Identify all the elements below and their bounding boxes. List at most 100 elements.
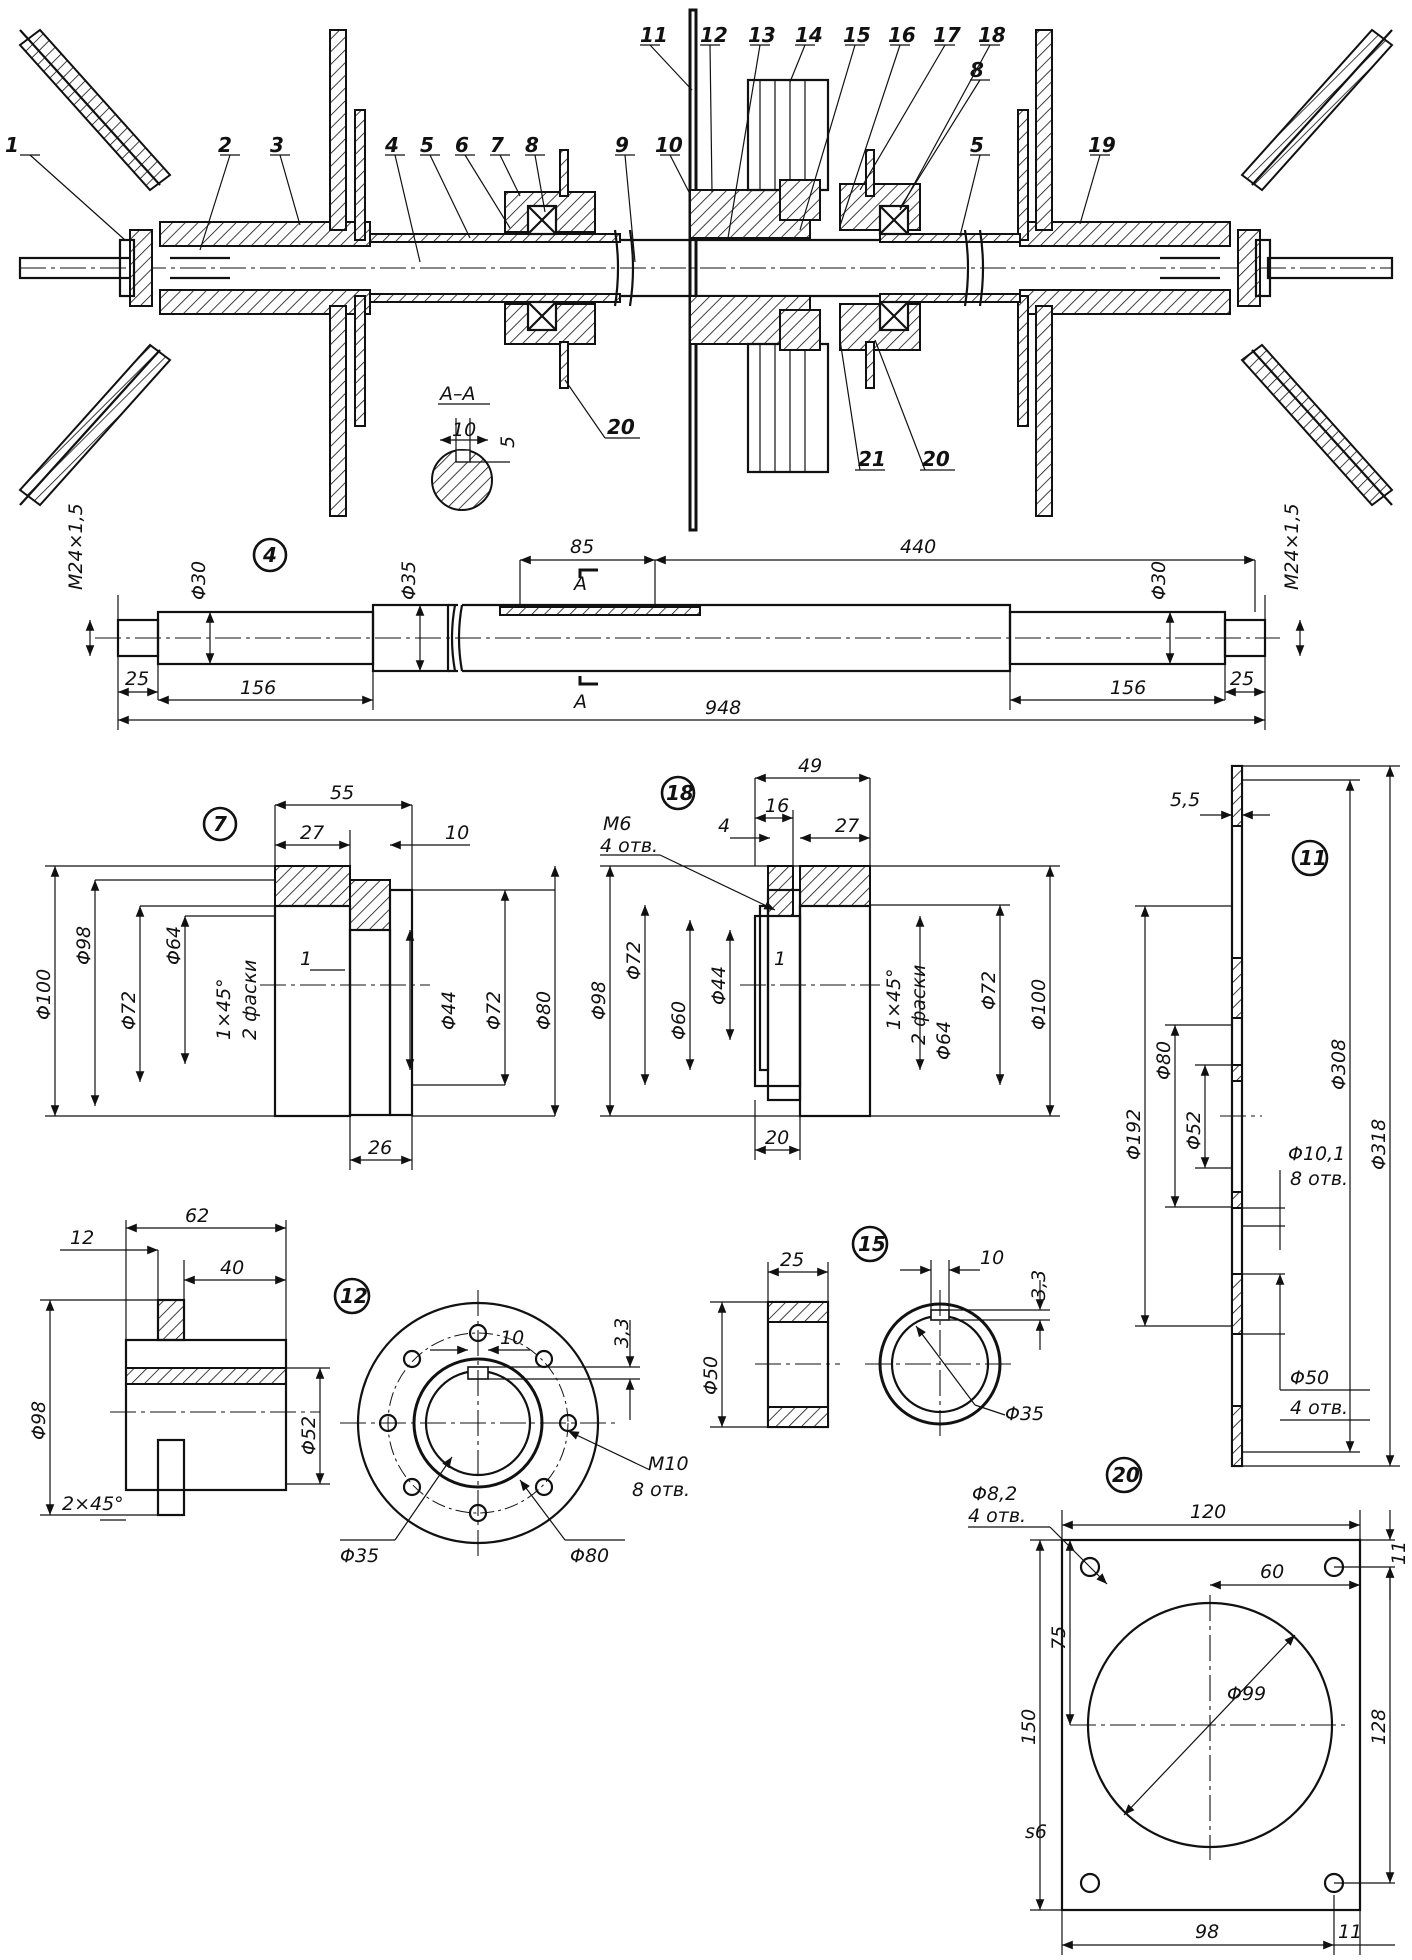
p18-m6n: 4 отв. <box>600 835 658 857</box>
p11-d192: Φ192 <box>1123 1109 1145 1160</box>
part-18-drawing: 18 M6 4 отв. 49 16 4 27 Φ98 <box>588 755 1060 1160</box>
p18-d98: Φ98 <box>588 981 610 1020</box>
part-12-front-drawing: 12 10 3,3 M10 8 отв. Φ35 Φ80 <box>333 1277 690 1567</box>
p18-d60: Φ60 <box>668 1001 690 1040</box>
p20-w60: 60 <box>1260 1561 1284 1583</box>
p20-holen: 4 отв. <box>968 1505 1026 1527</box>
right-hub <box>1017 28 1394 517</box>
section-a-a: А–А 10 5 <box>431 383 519 511</box>
badge-11: 11 <box>1299 846 1327 870</box>
section-label: А–А <box>438 383 476 405</box>
callout-20: 20 <box>607 415 635 439</box>
p12-m10: M10 <box>648 1453 689 1475</box>
p20-h150: 150 <box>1018 1709 1040 1745</box>
p7-chamfer: 1×45° <box>213 978 235 1040</box>
p12-chamfer: 2×45° <box>62 1493 124 1515</box>
dim-thread-left: M24×1,5 <box>65 503 87 590</box>
badge-4: 4 <box>262 543 277 567</box>
p18-one: 1 <box>774 948 786 970</box>
p12-w62: 62 <box>185 1205 209 1227</box>
p15-d50: Φ50 <box>700 1356 722 1395</box>
p18-m6: M6 <box>603 813 631 835</box>
p11-d52: Φ52 <box>1183 1111 1205 1150</box>
p12-w10: 10 <box>500 1327 524 1349</box>
p18-chamfer: 1×45° <box>883 968 905 1030</box>
callout-14: 14 <box>795 23 823 47</box>
callout-6: 6 <box>455 133 469 157</box>
p11-d308: Φ308 <box>1328 1039 1350 1090</box>
p20-h128: 128 <box>1368 1709 1390 1745</box>
badge-7: 7 <box>213 812 227 836</box>
part-7-drawing: 7 Φ100 Φ98 Φ72 Φ64 1×45° <box>33 782 560 1170</box>
p12-d80: Φ80 <box>570 1545 609 1567</box>
p15-w25: 25 <box>780 1249 804 1271</box>
assembly-callouts: 1 2 3 4 5 6 7 8 9 10 11 12 13 14 15 16 1… <box>5 23 1116 471</box>
callout-5b: 5 <box>970 133 984 157</box>
part-12-side-drawing: 62 12 40 Φ98 Φ52 2×45° <box>28 1205 330 1521</box>
section-dim-5: 5 <box>497 436 519 448</box>
assembly-view: 1 2 3 4 5 6 7 8 9 10 11 12 13 14 15 16 1… <box>5 8 1394 532</box>
p18-chamfer2: 2 фаски <box>908 965 930 1045</box>
callout-17: 17 <box>933 23 961 47</box>
p20-hole: Φ8,2 <box>972 1483 1017 1505</box>
callout-5: 5 <box>420 133 434 157</box>
callout-7: 7 <box>490 133 504 157</box>
p12-d98: Φ98 <box>28 1401 50 1440</box>
p18-d100: Φ100 <box>1028 979 1050 1030</box>
p11-d318: Φ318 <box>1368 1119 1390 1170</box>
callout-16: 16 <box>888 23 916 47</box>
callout-21: 21 <box>858 447 886 471</box>
sec-mark-top: А <box>572 573 587 595</box>
p15-d35: Φ35 <box>1005 1403 1044 1425</box>
p7-d80: Φ80 <box>533 991 555 1030</box>
p7-d72b: Φ72 <box>483 991 505 1030</box>
dim-d30-right: Φ30 <box>1148 561 1170 600</box>
p18-w16: 16 <box>765 795 789 817</box>
p18-w27: 27 <box>835 815 859 837</box>
p20-s6: s6 <box>1025 1821 1047 1843</box>
p20-w120: 120 <box>1190 1501 1226 1523</box>
p7-one: 1 <box>300 948 312 970</box>
part-15-drawing: 15 25 Φ50 10 3,3 Φ35 <box>700 1225 1050 1440</box>
bolt-holes-12 <box>378 1323 578 1523</box>
p18-d44: Φ44 <box>708 966 730 1005</box>
p20-h11a: 11 <box>1388 1541 1410 1565</box>
badge-12: 12 <box>340 1284 368 1308</box>
p12-w40: 40 <box>220 1257 244 1279</box>
dim-85: 85 <box>570 536 594 558</box>
pulley-block <box>688 8 921 532</box>
p20-d99: Φ99 <box>1227 1683 1266 1705</box>
part-11-drawing: 11 5,5 Φ192 Φ80 Φ52 Φ10,1 8 отв. <box>1123 764 1400 1468</box>
badge-15: 15 <box>858 1232 886 1256</box>
callout-12: 12 <box>700 23 728 47</box>
dim-440: 440 <box>900 536 936 558</box>
p12-k33: 3,3 <box>611 1318 633 1348</box>
p20-h75: 75 <box>1048 1626 1070 1650</box>
p18-w4: 4 <box>718 815 730 837</box>
sec-mark-bottom: А <box>572 691 587 713</box>
p7-d100: Φ100 <box>33 969 55 1020</box>
callout-19: 19 <box>1088 133 1116 157</box>
p12-m10n: 8 отв. <box>632 1479 690 1501</box>
p7-d72a: Φ72 <box>118 991 140 1030</box>
callout-13: 13 <box>748 23 776 47</box>
p7-chamfer2: 2 фаски <box>239 960 261 1040</box>
callout-3: 3 <box>270 133 284 157</box>
p18-w49: 49 <box>798 755 822 777</box>
badge-18: 18 <box>666 781 694 805</box>
callout-11: 11 <box>640 23 668 47</box>
p7-w55: 55 <box>330 782 354 804</box>
p7-d44: Φ44 <box>438 991 460 1030</box>
p7-d64: Φ64 <box>163 926 185 965</box>
p11-d50: Φ50 <box>1290 1367 1329 1389</box>
dim-25-left: 25 <box>125 668 149 690</box>
p12-d35: Φ35 <box>340 1545 379 1567</box>
p12-w12: 12 <box>70 1227 94 1249</box>
callout-15: 15 <box>843 23 871 47</box>
badge-20: 20 <box>1112 1463 1140 1487</box>
shaft-4-dims: M24×1,5 M24×1,5 Φ30 Φ35 Φ30 85 440 25 15… <box>65 503 1305 730</box>
section-dim-10: 10 <box>452 419 476 441</box>
dim-d30-left: Φ30 <box>188 561 210 600</box>
left-hub <box>18 28 371 517</box>
